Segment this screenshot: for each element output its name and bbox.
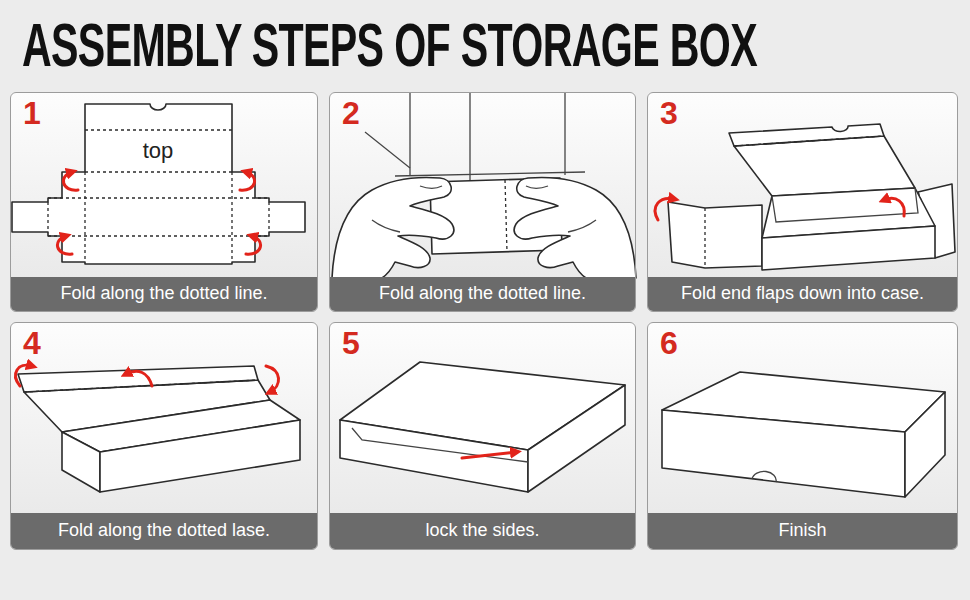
- open-box: [704, 208, 705, 268]
- finished-box: [662, 372, 945, 497]
- hands-folding: [332, 93, 636, 278]
- open-box: [762, 226, 935, 270]
- panel-ground: [10, 322, 318, 550]
- step-number: 3: [660, 97, 678, 129]
- panel-ground: [329, 322, 636, 550]
- box-net: [47, 202, 48, 232]
- step-number: 1: [23, 97, 41, 129]
- box-net: [12, 104, 305, 264]
- fold-arrow: [16, 365, 279, 392]
- closing-box: [352, 428, 528, 462]
- fold-arrow: [266, 366, 279, 392]
- finished-box: [752, 471, 776, 482]
- open-box: [668, 124, 955, 270]
- caption-bar: Fold along the dotted line.: [330, 277, 635, 311]
- fold-arrow: [655, 198, 904, 220]
- hands-folding: [469, 93, 470, 180]
- open-box: [62, 432, 100, 492]
- step-panel: 5 lock the sides.: [329, 322, 636, 550]
- fold-arrow: [57, 236, 72, 254]
- panel-ground: [10, 92, 318, 312]
- finished-box: [905, 392, 945, 497]
- fold-arrow: [240, 172, 255, 190]
- part-label: top: [143, 140, 174, 162]
- caption-text: Fold along the dotted lase.: [58, 521, 270, 541]
- hands-folding: [409, 93, 410, 175]
- caption-bar: Fold end flaps down into case.: [648, 277, 957, 311]
- closing-box: [340, 362, 625, 492]
- caption-text: Fold along the dotted line.: [379, 284, 586, 304]
- hands-folding: [365, 132, 410, 168]
- open-box: [100, 420, 300, 492]
- box-net: [85, 129, 232, 130]
- hands-folding: [372, 220, 400, 232]
- panel-ground: [647, 92, 958, 312]
- open-box: [729, 124, 884, 146]
- panel-ground: [10, 92, 958, 550]
- caption-bar: lock the sides.: [330, 513, 635, 549]
- step-number: 6: [660, 327, 678, 359]
- closing-box: [528, 385, 625, 492]
- caption-text: lock the sides.: [425, 521, 539, 541]
- hands-folding: [505, 180, 507, 252]
- open-box: [18, 366, 258, 392]
- hands-folding: [395, 172, 585, 176]
- fold-arrow: [126, 371, 152, 386]
- box-net: [231, 172, 232, 262]
- fold-arrow: [16, 365, 32, 386]
- step-panel: 6Finish: [647, 322, 958, 550]
- hands-folding: [526, 186, 548, 188]
- fold-arrow: [884, 198, 904, 216]
- hands-folding: [420, 186, 442, 188]
- step-panel: 4Fold along the dotted lase.: [10, 322, 318, 550]
- open-box: [772, 188, 918, 222]
- hands-folding: [568, 220, 596, 232]
- title: ASSEMBLY STEPS OF STORAGE BOX: [22, 14, 757, 76]
- panel-ground: [329, 92, 636, 312]
- push-arrow: [462, 452, 516, 458]
- step-panel: 3Fold end flaps down into case.: [647, 92, 958, 312]
- hands-folding: [564, 93, 565, 175]
- box-net: [85, 171, 232, 172]
- box-net: [268, 202, 269, 232]
- caption-bar: Finish: [648, 513, 957, 549]
- fold-arrow: [63, 172, 78, 190]
- caption-bar: Fold along the dotted lase.: [11, 513, 317, 549]
- step-panel: 1Fold along the dotted line.: [10, 92, 318, 312]
- push-arrow: [462, 452, 516, 458]
- step-panel: 2Fold along the dotted line.: [329, 92, 636, 312]
- step-number: 5: [342, 327, 360, 359]
- step-number: 2: [342, 97, 360, 129]
- open-box: [734, 136, 915, 196]
- step-number: 4: [23, 327, 41, 359]
- caption-bar: Fold along the dotted line.: [11, 277, 317, 311]
- fold-arrow: [246, 236, 261, 254]
- hands-folding: [514, 178, 636, 279]
- fold-arrow: [57, 172, 260, 254]
- panel-ground: [647, 322, 958, 550]
- hands-folding: [332, 178, 454, 279]
- open-box: [668, 202, 762, 268]
- box-net: [48, 197, 269, 198]
- open-box: [734, 136, 884, 146]
- closing-box: [340, 420, 528, 492]
- open-box: [18, 366, 300, 492]
- finished-box: [662, 410, 905, 497]
- caption-text: Finish: [778, 521, 826, 541]
- box-net: [48, 235, 269, 236]
- caption-text: Fold along the dotted line.: [60, 284, 267, 304]
- caption-text: Fold end flaps down into case.: [681, 284, 924, 304]
- box-net: [12, 104, 305, 264]
- fold-arrow: [655, 198, 674, 220]
- box-net: [84, 172, 85, 262]
- open-box: [24, 380, 258, 392]
